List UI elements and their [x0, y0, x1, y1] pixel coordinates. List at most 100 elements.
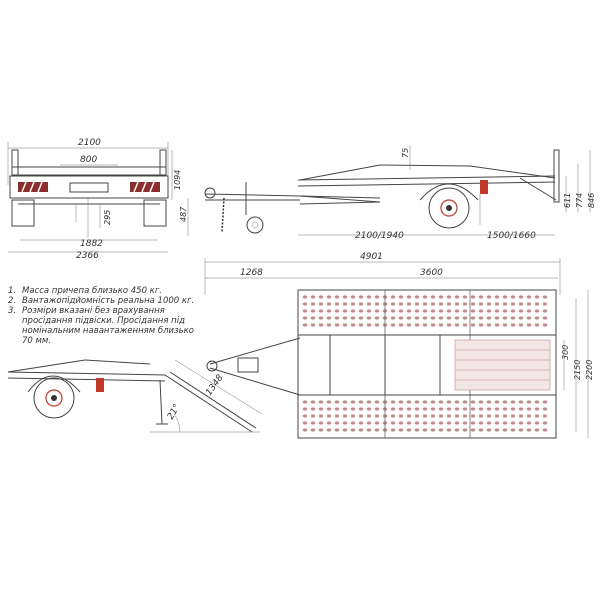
- deck-hole: [430, 400, 436, 404]
- deck-hole: [334, 295, 340, 299]
- dim-rear-1094: 1094: [173, 170, 182, 190]
- deck-hole: [318, 400, 324, 404]
- deck-hole: [366, 400, 372, 404]
- deck-hole: [374, 414, 380, 418]
- deck-hole: [446, 316, 452, 320]
- deck-hole: [454, 302, 460, 306]
- deck-hole: [430, 309, 436, 313]
- deck-hole: [326, 414, 332, 418]
- deck-hole: [462, 428, 468, 432]
- deck-hole: [302, 421, 308, 425]
- deck-hole: [486, 400, 492, 404]
- deck-hole: [366, 323, 372, 327]
- deck-hole: [534, 302, 540, 306]
- deck-hole: [518, 323, 524, 327]
- deck-hole: [310, 295, 316, 299]
- deck-hole: [326, 323, 332, 327]
- deck-hole: [406, 302, 412, 306]
- deck-hole: [542, 400, 548, 404]
- rear-reflector-left: [18, 182, 48, 192]
- deck-hole: [414, 407, 420, 411]
- deck-hole: [494, 414, 500, 418]
- deck-hole: [534, 421, 540, 425]
- deck-hole: [510, 414, 516, 418]
- deck-hole: [430, 407, 436, 411]
- deck-hole: [310, 302, 316, 306]
- deck-hole: [302, 400, 308, 404]
- deck-hole: [438, 407, 444, 411]
- dim-side-611: 611: [563, 193, 572, 208]
- deck-hole: [502, 407, 508, 411]
- deck-hole: [446, 295, 452, 299]
- deck-hole: [454, 309, 460, 313]
- dim-rear-1882: 1882: [80, 239, 103, 249]
- deck-hole: [390, 400, 396, 404]
- deck-hole: [542, 316, 548, 320]
- deck-hole: [438, 295, 444, 299]
- deck-hole: [310, 421, 316, 425]
- deck-hole: [414, 414, 420, 418]
- deck-hole: [542, 414, 548, 418]
- deck-hole: [342, 400, 348, 404]
- note-item: 2. Вантажопідйомність реальна 1000 кг.: [8, 296, 195, 306]
- deck-hole: [358, 414, 364, 418]
- deck-hole: [518, 302, 524, 306]
- deck-hole: [526, 309, 532, 313]
- deck-hole: [390, 302, 396, 306]
- deck-hole: [446, 309, 452, 313]
- deck-hole: [302, 414, 308, 418]
- deck-hole: [454, 323, 460, 327]
- dim-plan-3600: 3600: [420, 268, 443, 278]
- deck-hole: [310, 414, 316, 418]
- deck-hole: [302, 309, 308, 313]
- deck-hole: [438, 428, 444, 432]
- deck-hole: [438, 323, 444, 327]
- deck-hole: [534, 407, 540, 411]
- ramp-plates: [454, 339, 551, 391]
- license-plate-area: [69, 182, 109, 193]
- deck-hole: [446, 407, 452, 411]
- deck-hole: [430, 414, 436, 418]
- deck-hole: [374, 407, 380, 411]
- dim-side-rear: 1500/1660: [487, 231, 536, 241]
- deck-hole: [510, 323, 516, 327]
- deck-hole: [414, 400, 420, 404]
- deck-hole: [422, 407, 428, 411]
- deck-hole: [350, 400, 356, 404]
- deck-hole: [470, 428, 476, 432]
- deck-hole: [510, 428, 516, 432]
- deck-hole: [518, 414, 524, 418]
- deck-hole: [350, 428, 356, 432]
- deck-hole: [366, 428, 372, 432]
- deck-hole: [358, 295, 364, 299]
- ramp-view: 1348 21°: [7, 359, 263, 433]
- deck-hole: [526, 302, 532, 306]
- deck-hole: [534, 400, 540, 404]
- deck-hole: [526, 407, 532, 411]
- deck-hole: [470, 400, 476, 404]
- dim-side-774: 774: [575, 193, 584, 208]
- deck-hole: [470, 407, 476, 411]
- deck-hole: [502, 316, 508, 320]
- deck-hole: [358, 309, 364, 313]
- deck-hole: [486, 316, 492, 320]
- deck-hole: [414, 302, 420, 306]
- deck-hole: [318, 309, 324, 313]
- deck-hole: [526, 428, 532, 432]
- deck-hole: [358, 400, 364, 404]
- deck-hole: [478, 302, 484, 306]
- deck-hole: [302, 407, 308, 411]
- deck-hole: [422, 302, 428, 306]
- deck-hole: [446, 428, 452, 432]
- dim-side-75: 75: [401, 148, 410, 158]
- deck-hole: [422, 316, 428, 320]
- deck-hole: [454, 428, 460, 432]
- deck-hole: [502, 302, 508, 306]
- deck-hole: [534, 309, 540, 313]
- deck-hole: [462, 323, 468, 327]
- deck-hole: [358, 302, 364, 306]
- deck-hole: [462, 421, 468, 425]
- deck-hole: [334, 302, 340, 306]
- dim-ramp-1348: 1348: [204, 373, 225, 398]
